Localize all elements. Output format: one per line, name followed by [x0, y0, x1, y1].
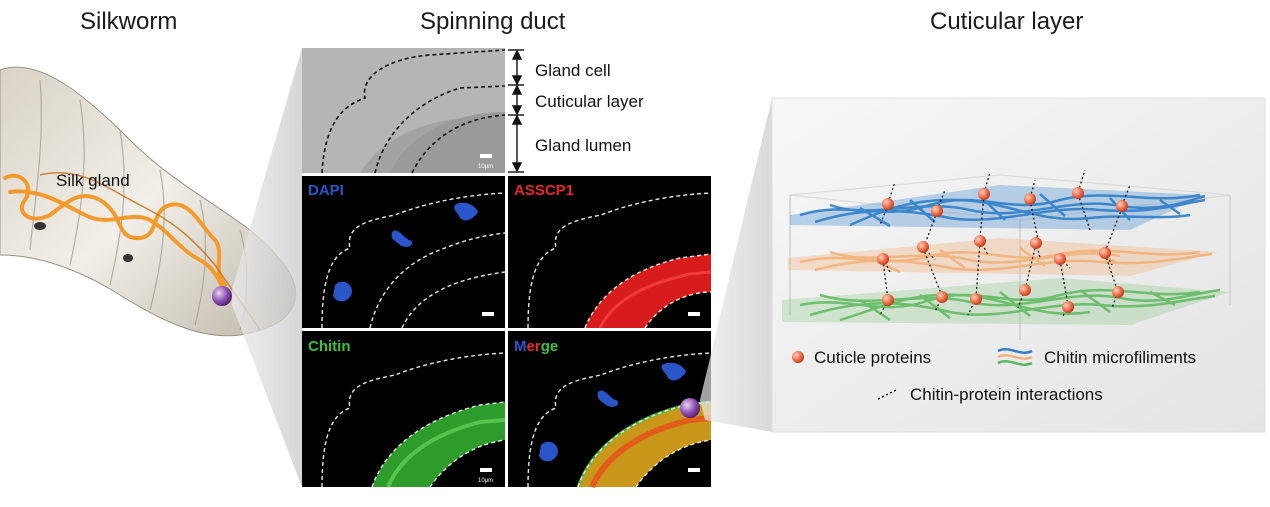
legend-interactions: Chitin-protein interactions [910, 385, 1103, 404]
cuticle-proteins [877, 187, 1128, 313]
merge-marker-dot [680, 398, 700, 418]
asscp1-image: ASSCP1 [508, 176, 712, 329]
spinning-duct-title: Spinning duct [420, 8, 566, 35]
scale-bar-label: 10μm [478, 164, 493, 170]
cuticular-model: Cuticle proteins Chitin microfiliments C… [771, 97, 1266, 433]
merge-label-er: er [527, 338, 541, 355]
silkworm-title: Silkworm [80, 8, 178, 35]
layer-gland-cell: Gland cell [535, 61, 611, 80]
merge-label-m: M [514, 338, 527, 355]
zoom-cone-right [700, 98, 772, 432]
layer-gland-lumen: Gland lumen [535, 136, 631, 155]
silkworm-illustration: Silk gland [0, 66, 297, 337]
zoom-cone-left [232, 48, 302, 487]
channel-merge-label: Merge [514, 338, 558, 355]
layer-cuticular: Cuticular layer [535, 92, 644, 111]
legend-microfilaments: Chitin microfiliments [1044, 348, 1196, 367]
gland-marker-dot [212, 286, 232, 306]
merge-label-ge: ge [541, 338, 559, 355]
dapi-image: DAPI [302, 176, 506, 329]
interaction-legend-icon [877, 388, 899, 400]
cuticle-legend: Cuticle proteins Chitin microfiliments C… [792, 348, 1196, 404]
legend-proteins: Cuticle proteins [814, 348, 931, 367]
channel-chitin-label: Chitin [308, 338, 351, 355]
microfilament-legend-icon [997, 348, 1033, 366]
brightfield-image: 10μm [302, 48, 506, 174]
chitin-image: 10μm Chitin [302, 331, 506, 488]
channel-asscp1-label: ASSCP1 [514, 182, 574, 199]
layer-bracket [508, 49, 524, 173]
protein-legend-icon [792, 351, 804, 363]
scale-bar-label-chitin: 10μm [478, 478, 493, 484]
chitin-fibers-middle [799, 246, 1213, 274]
silk-gland-path [3, 173, 227, 297]
silk-gland-label: Silk gland [56, 171, 130, 190]
interaction-lines [879, 169, 1131, 319]
merge-image: Merge [508, 331, 712, 489]
channel-dapi-label: DAPI [308, 182, 344, 199]
cuticular-layer-title: Cuticular layer [930, 8, 1084, 35]
